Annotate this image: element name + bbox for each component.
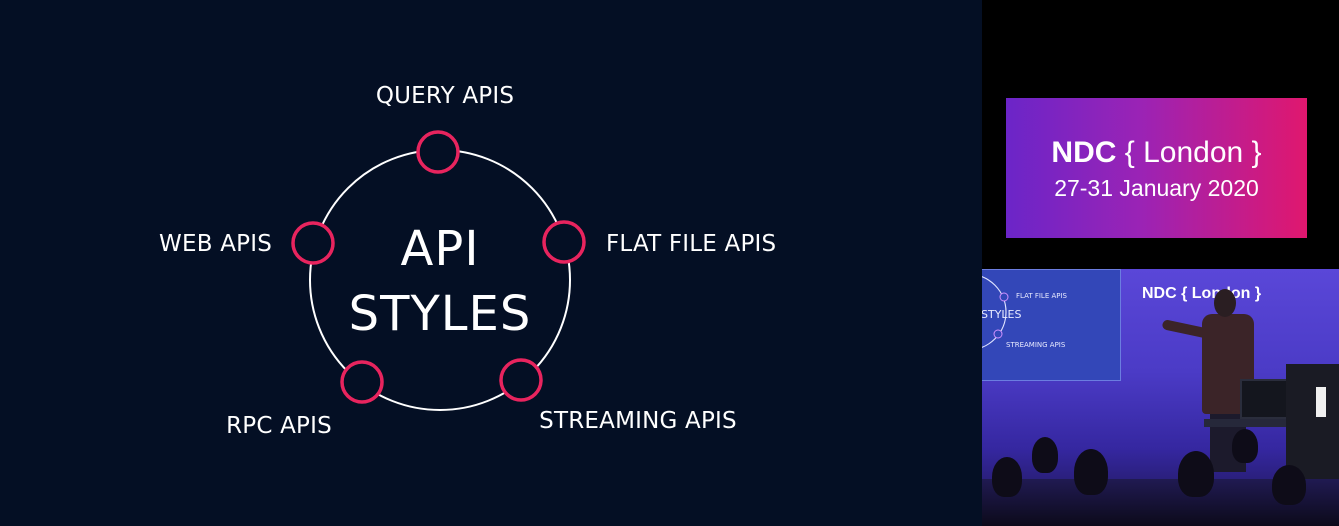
api-styles-diagram: API STYLES QUERY APIS FLAT FILE APIS STR…: [159, 83, 776, 439]
audience-head: [992, 457, 1022, 497]
center-label-line2: STYLES: [349, 286, 532, 342]
audience-head: [1074, 449, 1108, 495]
audience-head: [1272, 465, 1306, 505]
label-rpc-apis: RPC APIS: [226, 413, 332, 439]
node-web-apis: [291, 221, 335, 265]
audience-head: [1232, 429, 1258, 463]
conference-name: NDC: [1051, 136, 1117, 169]
projected-label-flat-file: FLAT FILE APIS: [1016, 292, 1067, 300]
conference-dates: 27-31 January 2020: [1054, 175, 1259, 201]
projected-slide: FLAT FILE APIS STREAMING APIS STYLES: [982, 269, 1121, 381]
speaker-head: [1214, 289, 1236, 317]
monitor: [1240, 379, 1290, 419]
node-streaming-apis: [499, 358, 543, 402]
label-query-apis: QUERY APIS: [376, 83, 514, 109]
conference-title: NDC { London }: [1006, 136, 1307, 170]
label-streaming-apis: STREAMING APIS: [539, 408, 737, 434]
label-flat-file-apis: FLAT FILE APIS: [606, 231, 776, 257]
conference-banner: NDC { London } 27-31 January 2020: [1006, 98, 1307, 238]
conference-city: { London }: [1124, 136, 1262, 169]
audience-head: [1178, 451, 1214, 497]
video-sidebar: NDC { London } 27-31 January 2020 FLAT F…: [982, 0, 1339, 526]
projected-label-styles: STYLES: [982, 308, 1022, 321]
node-flat-file-apis: [542, 220, 586, 264]
projected-diagram: [982, 276, 1009, 348]
audience-head: [1032, 437, 1058, 473]
desk: [1204, 419, 1288, 427]
node-query-apis: [416, 130, 460, 174]
stage-logo: NDC { London }: [1142, 285, 1262, 302]
podium-accent: [1316, 387, 1326, 417]
center-label-line1: API: [401, 221, 480, 277]
node-rpc-apis: [340, 360, 384, 404]
projected-label-streaming: STREAMING APIS: [1006, 341, 1066, 349]
slide-area: API STYLES QUERY APIS FLAT FILE APIS STR…: [0, 0, 982, 526]
label-web-apis: WEB APIS: [159, 231, 272, 257]
speaker-video: FLAT FILE APIS STREAMING APIS STYLES NDC…: [982, 269, 1339, 526]
